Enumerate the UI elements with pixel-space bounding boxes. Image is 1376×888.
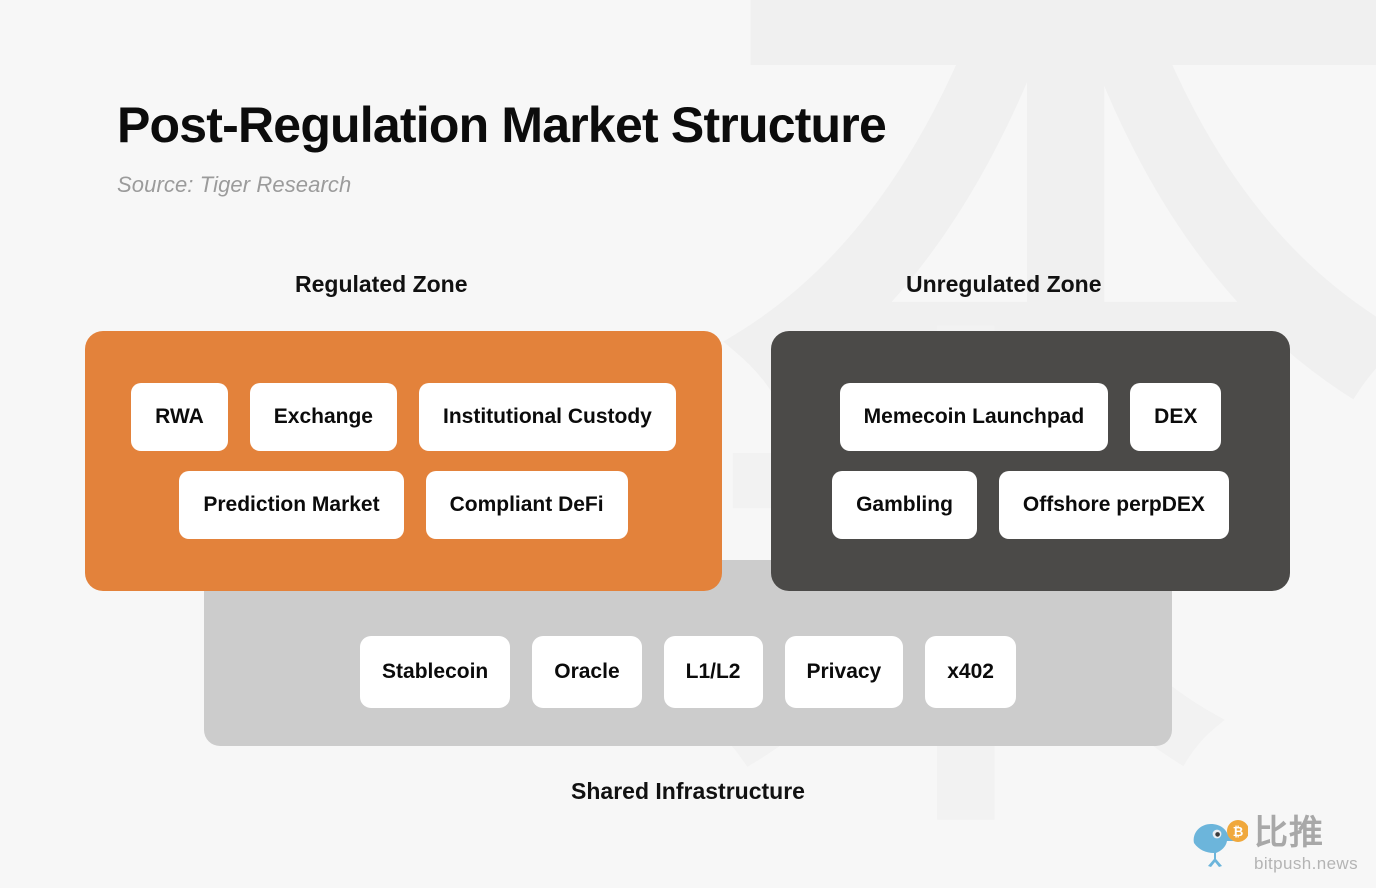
infra-card[interactable]: Stablecoin (360, 636, 511, 708)
page-title: Post-Regulation Market Structure (117, 97, 887, 153)
zone-heading-unregulated: Unregulated Zone (906, 271, 1102, 297)
zone-heading-regulated: Regulated Zone (295, 271, 468, 297)
zone-card[interactable]: Exchange (249, 383, 397, 451)
bird-icon: ₿ (1193, 820, 1248, 867)
zone-card[interactable]: Offshore perpDEX (998, 471, 1229, 539)
infra-card[interactable]: x402 (925, 636, 1016, 708)
zone-card[interactable]: RWA (131, 383, 228, 451)
regulated-zone-panel: RWA Exchange Institutional Custody Predi… (85, 331, 722, 591)
infra-card[interactable]: L1/L2 (663, 636, 763, 708)
brand-domain: bitpush.news (1253, 854, 1358, 873)
infra-card[interactable]: Oracle (532, 636, 642, 708)
unregulated-zone-row-2: Gambling Offshore perpDEX (793, 471, 1268, 539)
svg-text:₿: ₿ (1233, 825, 1244, 840)
regulated-zone-row-2: Prediction Market Compliant DeFi (107, 471, 700, 539)
zone-card[interactable]: Prediction Market (179, 471, 404, 539)
header: Post-Regulation Market Structure Source:… (117, 97, 887, 198)
brand-text-block: 比推 bitpush.news (1254, 816, 1358, 872)
zone-card[interactable]: Gambling (832, 471, 977, 539)
zone-card[interactable]: Institutional Custody (419, 383, 676, 451)
unregulated-zone-panel: Memecoin Launchpad DEX Gambling Offshore… (771, 331, 1290, 591)
source-attribution: Source: Tiger Research (117, 172, 352, 197)
zone-card[interactable]: DEX (1130, 383, 1222, 451)
zone-card[interactable]: Memecoin Launchpad (839, 383, 1109, 451)
shared-infrastructure-panel: Stablecoin Oracle L1/L2 Privacy x402 (204, 560, 1172, 746)
brand-name: 比推 (1253, 813, 1324, 853)
zone-card[interactable]: Compliant DeFi (425, 471, 628, 539)
brand-logo: ₿ 比推 bitpush.news (1186, 816, 1358, 872)
unregulated-zone-row-1: Memecoin Launchpad DEX (793, 383, 1268, 451)
infra-card[interactable]: Privacy (784, 636, 904, 708)
regulated-zone-row-1: RWA Exchange Institutional Custody (107, 383, 700, 451)
shared-infrastructure-caption: Shared Infrastructure (571, 778, 805, 804)
